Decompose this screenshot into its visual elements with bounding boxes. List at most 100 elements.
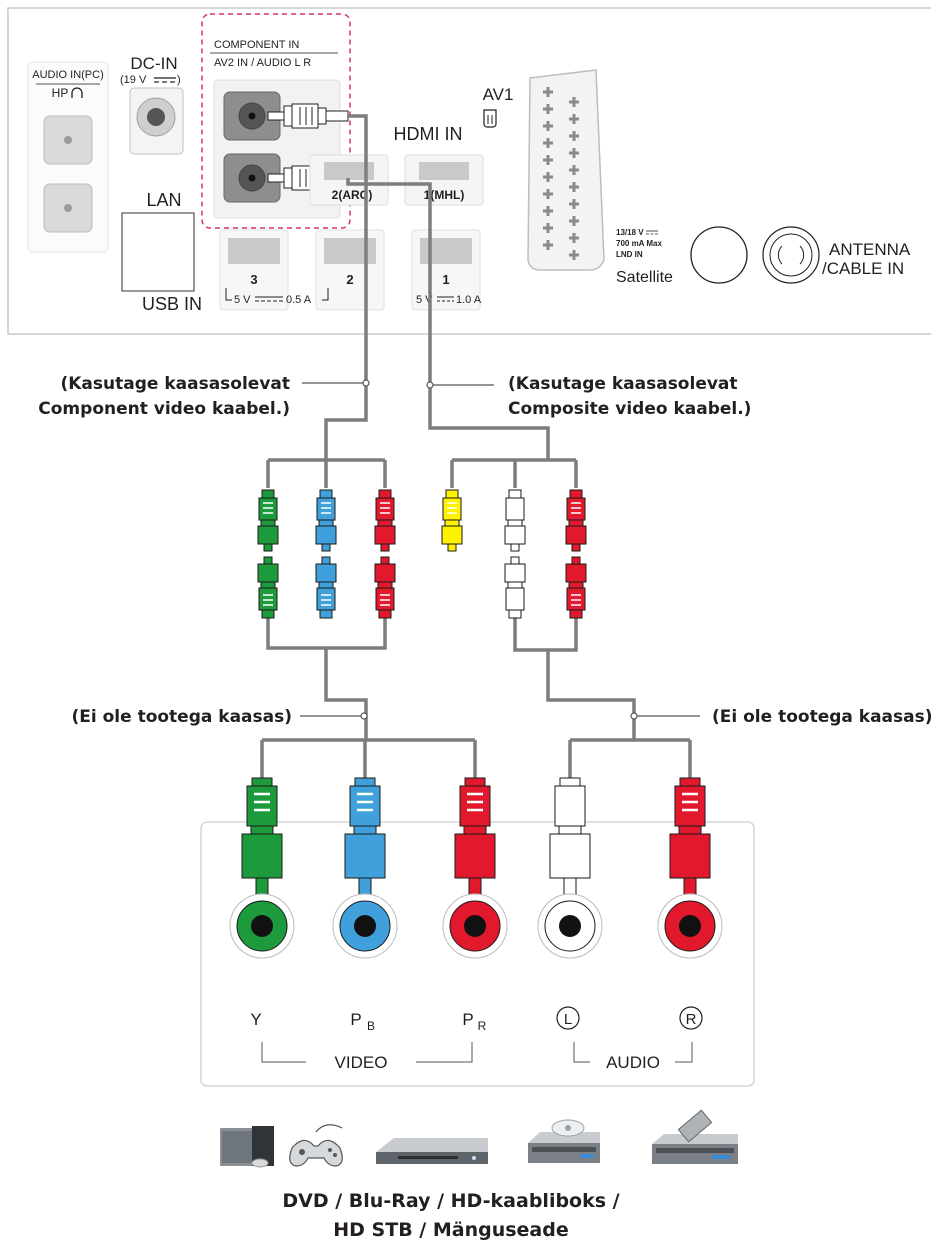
red-plug-lower (374, 556, 396, 619)
audio-pc-port (43, 115, 93, 165)
red-plug-big (453, 776, 497, 898)
tv-back-panel: AUDIO IN(PC) HP DC-IN (19 V ) LAN U (7, 7, 931, 335)
svg-text:): ) (177, 74, 181, 86)
audio-in-pc-group: AUDIO IN(PC) HP (27, 61, 109, 253)
white-plug-lower (504, 556, 526, 619)
component-note-line-1: (Kasutage kaasasolevat (60, 374, 290, 394)
jack-y-label: Y (250, 1010, 261, 1029)
antenna-label-line-2: /CABLE IN (822, 259, 904, 278)
leader-dot (426, 381, 434, 389)
leader-dot (630, 712, 638, 720)
scart-pin (546, 172, 550, 182)
component-note-line-2: Component video kaabel.) (38, 399, 290, 419)
hdmi-in-label: HDMI IN (394, 124, 463, 144)
usb-spec-left: 5 V (234, 294, 251, 306)
scart-pin (546, 155, 550, 165)
usb-port-1-label: 1 (442, 272, 449, 287)
component-jack-top (223, 91, 349, 141)
scart-pin (572, 165, 576, 175)
scart-pin (546, 223, 550, 233)
white-plug-big (548, 776, 592, 898)
usb-in-label: USB IN (142, 294, 202, 314)
scart-pin (572, 114, 576, 124)
red-plug-upper (374, 489, 396, 552)
jack-l-label: L (564, 1011, 572, 1028)
green-plug-big (240, 776, 284, 898)
jack-pr (442, 893, 508, 959)
usb-spec-left-current: 0.5 A (286, 294, 312, 306)
antenna-label-line-1: ANTENNA (829, 240, 911, 259)
yellow-plug-upper (441, 489, 463, 552)
scart-pin (572, 148, 576, 158)
red-plug-upper-audio (565, 489, 587, 552)
satellite-port (690, 226, 748, 284)
usb-port-2: 2 (315, 229, 385, 311)
jack-r (657, 893, 723, 959)
component-highlight (201, 13, 351, 229)
jack-l (537, 893, 603, 959)
cable-lines (260, 114, 692, 778)
lower-plug-row (257, 556, 587, 619)
audio-group-label: AUDIO (606, 1053, 660, 1072)
headphone-icon (71, 87, 83, 98)
usb-port-2-label: 2 (346, 272, 353, 287)
jack-pr-label: P (462, 1010, 473, 1029)
dc-symbol-icon: ) (154, 74, 181, 86)
red-plug-lower-audio (565, 556, 587, 619)
upper-plug-row (257, 489, 587, 552)
not-included-right: (Ei ole tootega kaasas) (712, 707, 931, 727)
hdmi-port-2-label: 2(ARC) (332, 188, 373, 202)
green-plug-lower (257, 556, 279, 619)
composite-note-line-1: (Kasutage kaasasolevat (508, 374, 738, 394)
video-group-label: VIDEO (335, 1053, 388, 1072)
scart-symbol-icon (483, 109, 497, 128)
component-in-label: COMPONENT IN (214, 39, 299, 51)
leader-lines (300, 382, 700, 717)
scart-pin (546, 121, 550, 131)
red-plug-big-audio (668, 776, 712, 898)
gamepad-icon (289, 1124, 343, 1167)
dvd-player-icon (376, 1138, 488, 1164)
usb-spec-right-current: 1.0 A (456, 294, 482, 306)
usb-port-3: 3 (219, 229, 289, 311)
dc-in-label: DC-IN (130, 54, 177, 73)
scart-pin (572, 182, 576, 192)
not-included-left: (Ei ole tootega kaasas) (71, 707, 292, 727)
composite-note-line-2: Composite video kaabel.) (508, 399, 751, 419)
jack-pr-subscript: R (478, 1019, 487, 1033)
green-plug-upper (257, 489, 279, 552)
scart-pin (572, 199, 576, 209)
pc-icon (220, 1126, 274, 1168)
blue-plug-lower (315, 556, 337, 619)
jack-y (229, 893, 295, 959)
lnb-spec-3: LND IN (616, 250, 643, 259)
scart-pin (546, 87, 550, 97)
scart-pin (546, 206, 550, 216)
dc-in-group: DC-IN (19 V ) (120, 54, 184, 155)
set-top-box-icon (652, 1109, 738, 1164)
jack-pb-subscript: B (367, 1019, 375, 1033)
scart-pin (546, 189, 550, 199)
scart-pin (572, 216, 576, 226)
dc-in-spec: (19 V (120, 74, 147, 86)
av1-label: AV1 (483, 85, 514, 104)
scart-pin (572, 233, 576, 243)
lnb-spec-1: 13/18 V (616, 228, 644, 237)
scart-pin (546, 240, 550, 250)
device-jacks (229, 893, 723, 959)
lan-label: LAN (146, 190, 181, 210)
lnb-spec-2: 700 mA Max (616, 239, 663, 248)
caption-line-2: HD STB / Mänguseade (333, 1219, 568, 1241)
white-plug-upper (504, 489, 526, 552)
usb-port-3-label: 3 (250, 272, 257, 287)
leader-dot (362, 379, 370, 387)
jack-pb (332, 893, 398, 959)
av2-in-label: AV2 IN / AUDIO L R (214, 57, 311, 69)
antenna-port (762, 226, 820, 284)
scart-pin (546, 138, 550, 148)
hdmi-port-1-label: 1(MHL) (424, 188, 465, 202)
scart-pin (572, 250, 576, 260)
scart-pin (572, 97, 576, 107)
hp-port (43, 183, 93, 233)
